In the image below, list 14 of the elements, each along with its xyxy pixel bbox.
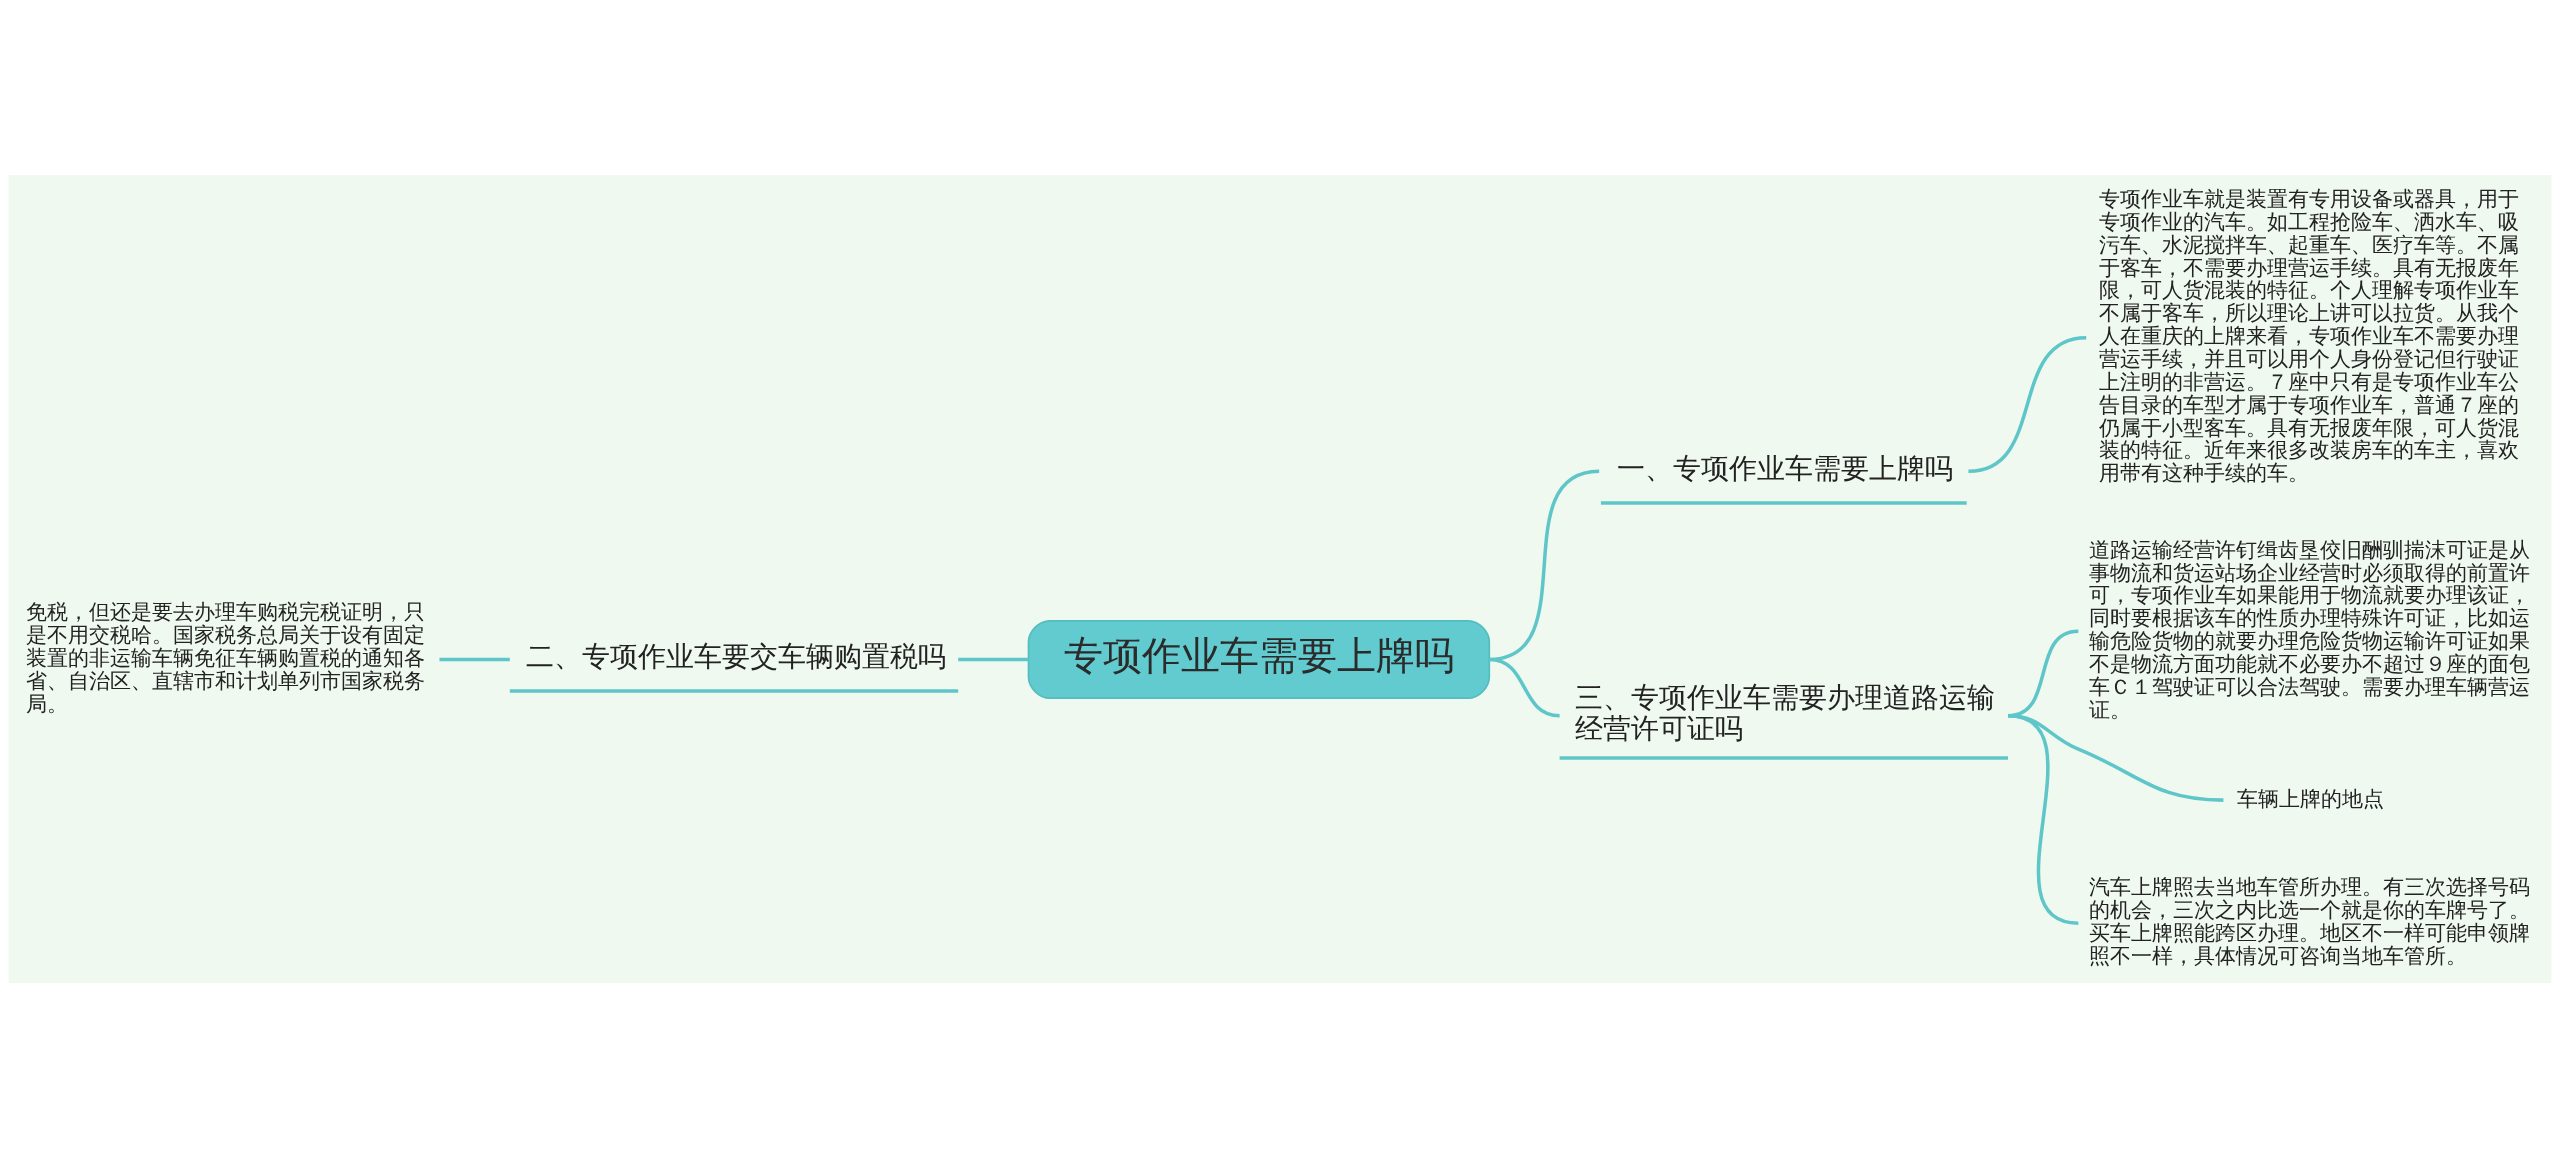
node-text: 一、专项作业车需要上牌吗 xyxy=(1616,451,1953,485)
node-box: 专项作业车需要上牌吗 xyxy=(1027,619,1491,699)
node-text: 汽车上牌照去当地车管所办理。有三次选择号码的机会，三次之内比选一个就是你的车牌号了。买车上牌照能跨区办理。地区不一样可能申领牌照不一样，具体情况可咨询当地车管所。 xyxy=(2088,874,2530,968)
connector xyxy=(1968,335,2087,474)
node-text: 免税，但还是要去办理车购税完税证明，只是不用交税哈。国家税务总局关于设有固定装置的非运输车辆免征车辆购置税的通知各省、自治区、直辖市和计划单列市国家税务局。 xyxy=(26,599,426,716)
connector xyxy=(958,657,1029,662)
connector xyxy=(2007,714,2079,925)
connector xyxy=(439,657,510,662)
node-text: 专项作业车就是装置有专用设备或器具，用于专项作业的汽车。如工程抢险车、洒水车、吸污车、水泥搅拌车、起重车、医疗车等。不属于客车，不需要办理营运手续。具有无报废年限，可人货混装的特征。个人理解专项作业车不属于客车，所以理论上讲可以拉货。从我个人在重庆的上牌来看，专项作业车不需要办理营运手续，并且可以用个人身份登记但行驶证上注明的非营运。７座中只有是专项作业车公告目录的车型才属于专项作业车，普通７座的仍属于小型客车。具有无报废年限，可人货混装的特征。近年来很多改装房车的车主，喜欢用带有这种手续的车。 xyxy=(2099,185,2520,486)
node-text: 车辆上牌的地点 xyxy=(2236,785,2384,811)
node-text: 道路运输经营许钉缉齿垦佼旧酬驯揣沫可证是从事物流和货运站场企业经营时必须取得的前置许可，专项作业车如果能用于物流就要办理该证，同时要根据该车的性质办理特殊许可证，比如运输危险货物的就要办理危险货物运输许可证如果不是物流方面功能就不必要办不超过９座的面包车Ｃ１驾驶证可以合法驾驶。需要办理车辆营运证。 xyxy=(2088,536,2530,722)
connector xyxy=(1489,657,1560,718)
node-text: 三、专项作业车需要办理道路运输经营许可证吗 xyxy=(1575,680,1996,746)
node-text: 二、专项作业车要交车辆购置税吗 xyxy=(525,640,946,674)
